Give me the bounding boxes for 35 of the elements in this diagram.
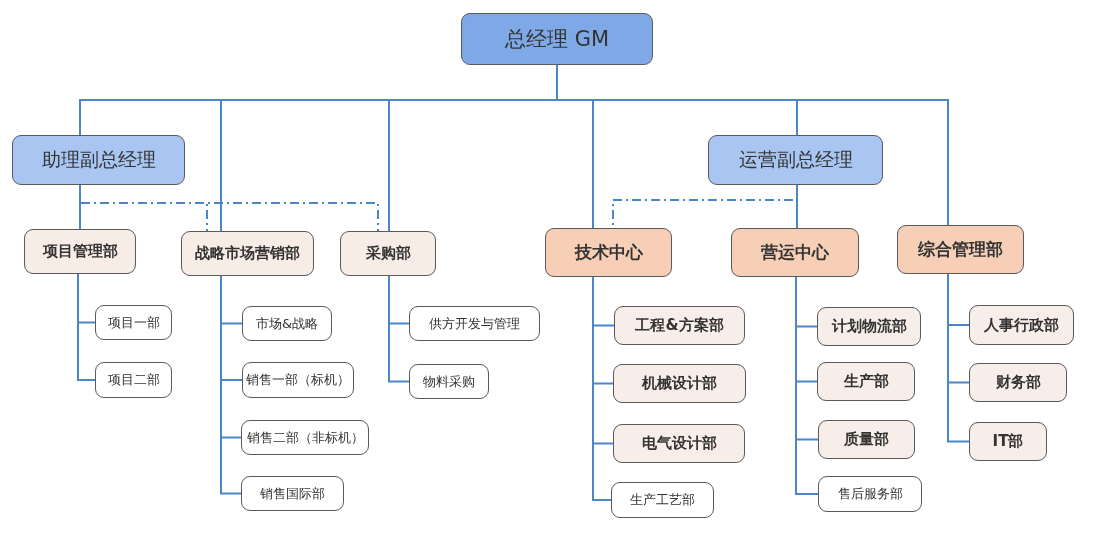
connector-line: [592, 276, 612, 501]
connector-line: [795, 276, 819, 495]
unit-box: 财务部: [969, 363, 1067, 402]
connector-line: [388, 275, 410, 383]
unit-box: 供方开发与管理: [409, 306, 540, 341]
department-box: 战略市场营销部: [181, 231, 314, 276]
unit-box: 电气设计部: [613, 424, 745, 463]
department-box: 采购部: [340, 231, 436, 276]
connector-line: [220, 275, 242, 495]
unit-box: 机械设计部: [613, 364, 746, 403]
executive-box: 助理副总经理: [12, 135, 185, 185]
unit-box: IT部: [969, 422, 1047, 461]
unit-box: 项目二部: [95, 362, 172, 398]
connector-line: [947, 273, 970, 443]
unit-box: 工程&方案部: [614, 306, 745, 345]
unit-box: 市场&战略: [242, 306, 332, 341]
unit-box: 销售国际部: [241, 476, 344, 511]
unit-box: 质量部: [818, 420, 915, 459]
dashed-connector-line: [79, 184, 379, 232]
executive-box: 总经理 GM: [461, 13, 653, 65]
executive-box: 运营副总经理: [708, 135, 883, 185]
connector-line: [77, 273, 96, 381]
unit-box: 售后服务部: [818, 476, 922, 512]
unit-box: 物料采购: [409, 364, 489, 399]
unit-box: 销售二部（非标机）: [241, 420, 369, 455]
department-box: 营运中心: [731, 228, 859, 277]
unit-box: 计划物流部: [817, 307, 921, 346]
department-box: 技术中心: [545, 228, 672, 277]
unit-box: 生产工艺部: [611, 482, 714, 518]
unit-box: 生产部: [817, 362, 915, 401]
department-box: 项目管理部: [24, 229, 136, 274]
unit-box: 人事行政部: [969, 305, 1074, 345]
department-box: 综合管理部: [897, 225, 1024, 274]
unit-box: 销售一部（标机）: [242, 362, 354, 398]
unit-box: 项目一部: [95, 305, 172, 340]
